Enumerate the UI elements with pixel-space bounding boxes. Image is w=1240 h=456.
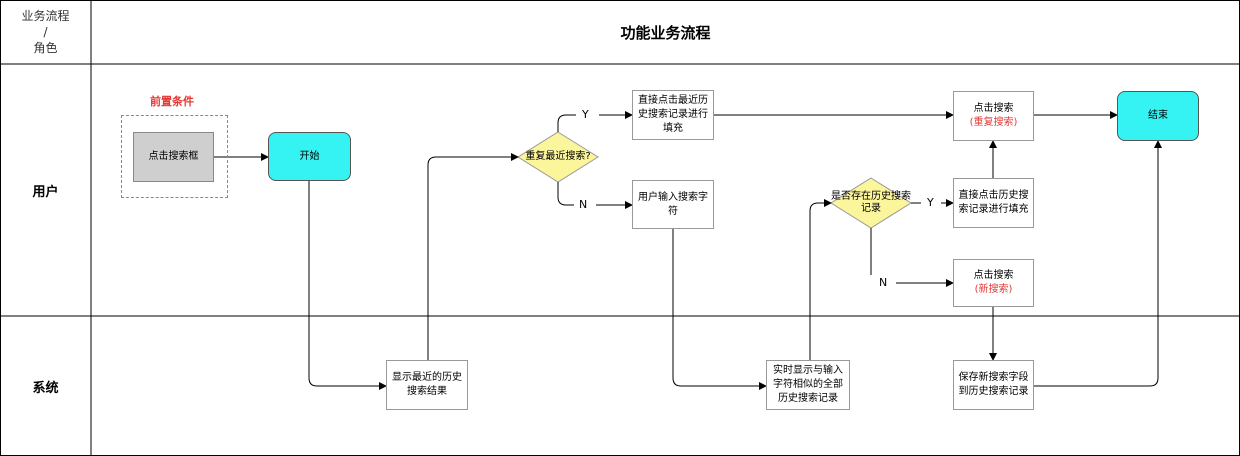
arrow-decision-no [557, 182, 574, 206]
user-input-node: 用户输入搜索字符 [632, 180, 714, 229]
lane-label-user: 用户 [32, 184, 59, 200]
precondition-label: 前置条件 [150, 95, 194, 108]
end-node: 结束 [1117, 91, 1199, 141]
arrow-input-to-realtime [672, 229, 767, 390]
realtime-similar-node: 实时显示与输入字符相似的全部历史搜索记录 [766, 360, 850, 410]
decision-history-label: 是否存在历史搜索记录 [831, 191, 911, 214]
branch-no-label-2: N [879, 276, 888, 289]
save-new-search-node: 保存新搜索字段到历史搜索记录 [953, 360, 1034, 410]
click-search-repeat-label: 点击搜索 [973, 103, 1014, 114]
diagram-title: 功能业务流程 [620, 23, 711, 42]
corner-line-3: 角色 [33, 41, 58, 55]
click-search-new-label: 点击搜索 [973, 270, 1014, 281]
precondition-frame [121, 115, 228, 198]
click-search-new-node: 点击搜索 (新搜索) [953, 259, 1034, 307]
direct-click-history-node: 直接点击历史搜索记录进行填充 [953, 178, 1034, 228]
arrow-decision-yes [557, 114, 576, 132]
arrow-show-to-decision [427, 153, 519, 360]
repeat-search-tag: (重复搜索) [969, 117, 1018, 128]
start-node: 开始 [268, 132, 351, 181]
show-recent-history-node: 显示最近的历史搜索结果 [386, 360, 468, 410]
arrow-save-to-end [1034, 140, 1162, 387]
arrow-start-to-show [308, 181, 387, 390]
branch-yes-label-1: Y [582, 108, 589, 121]
direct-click-recent-node: 直接点击最近历史搜索记录进行填充 [632, 90, 714, 140]
new-search-tag: (新搜索) [974, 284, 1013, 295]
lane-label-system: 系统 [32, 380, 59, 396]
corner-line-2: / [43, 25, 48, 39]
decision-repeat-label: 重复最近搜索? [525, 151, 591, 162]
click-search-repeat-node: 点击搜索 (重复搜索) [953, 91, 1034, 141]
connectors [214, 111, 1162, 390]
corner-line-1: 业务流程 [21, 9, 70, 23]
corner-header: 业务流程 / 角色 [0, 0, 91, 64]
click-search-box-node: 点击搜索框 [133, 132, 214, 182]
branch-no-label-1: N [579, 198, 588, 211]
branch-yes-label-2: Y [927, 196, 934, 209]
arrow-realtime-to-decision [809, 199, 832, 360]
